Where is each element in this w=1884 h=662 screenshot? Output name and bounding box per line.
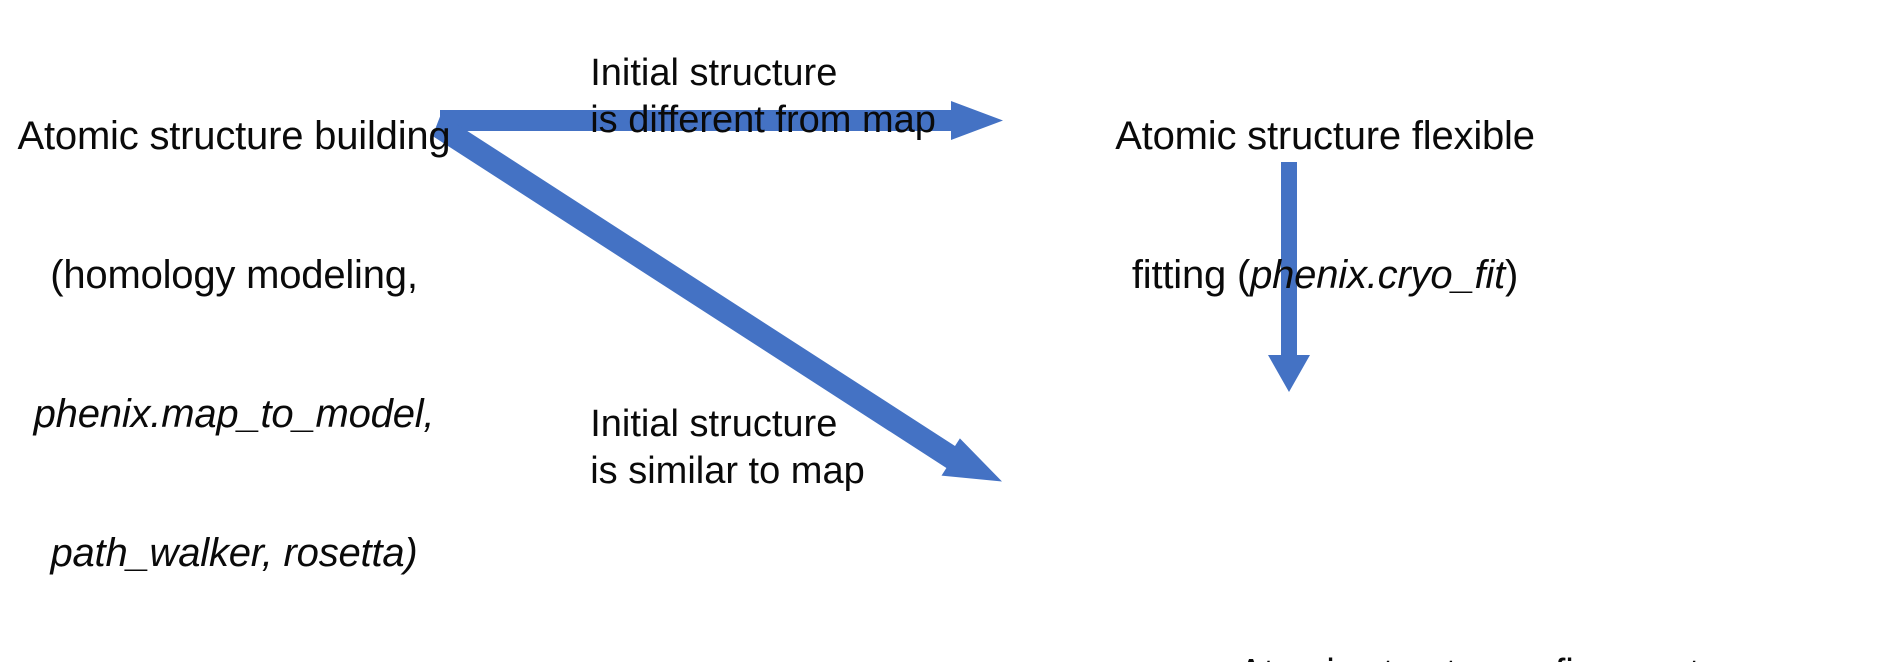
node-flexible-fitting-line-2: fitting (phenix.cryo_fit)	[1080, 252, 1570, 298]
node-flexible-fitting-program: phenix.cryo_fit	[1250, 252, 1506, 297]
node-building-line-4: path_walker, rosetta)	[4, 530, 464, 576]
node-flexible-fitting-prefix: fitting (	[1131, 252, 1251, 297]
node-flexible-fitting-suffix: )	[1505, 252, 1519, 297]
node-building-line-1: Atomic structure building	[17, 113, 451, 158]
node-atomic-structure-building: Atomic structure building (homology mode…	[4, 20, 464, 662]
node-atomic-structure-flexible-fitting: Atomic structure flexible fitting (pheni…	[1080, 20, 1570, 391]
node-refinement-line-1: Atomic structure refinement	[1088, 648, 1850, 662]
node-building-line-2: (homology modeling,	[50, 252, 418, 297]
edge-label-initial-structure-similar: Initial structure is similar to map	[548, 355, 865, 540]
edge-label-different-line-1: Initial structure	[590, 52, 838, 95]
node-building-line-4-italic: path_walker, rosetta)	[50, 531, 418, 576]
edge-label-similar-line-2: is similar to map	[590, 449, 865, 492]
edge-label-similar-line-1: Initial structure	[590, 403, 838, 446]
node-atomic-structure-refinement: Atomic structure refinement (phenix.real…	[1088, 548, 1850, 662]
edge-label-different-line-2: is different from map	[590, 98, 936, 141]
node-flexible-fitting-line-1: Atomic structure flexible	[1115, 113, 1535, 158]
edge-label-initial-structure-different: Initial structure is different from map	[548, 4, 936, 189]
node-building-line-3: phenix.map_to_model,	[33, 392, 435, 437]
